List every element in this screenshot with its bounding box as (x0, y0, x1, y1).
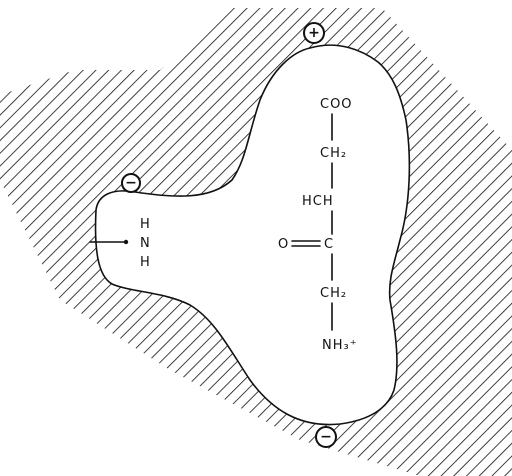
charge-bottom-minus: − (315, 426, 337, 448)
protein-hatched-region (0, 8, 512, 476)
charge-top-plus: + (303, 22, 325, 44)
nh-group: H N H (89, 217, 151, 270)
group-ch2-lower: CH₂ (320, 286, 347, 301)
nh-dot (123, 239, 129, 245)
group-ch2-upper: CH₂ (320, 146, 347, 161)
carbonyl-oxygen: O (278, 237, 289, 252)
group-hch: HCH (302, 194, 334, 209)
pocket-outline (94, 44, 411, 426)
charge-bottom-sign: − (320, 429, 332, 445)
nh-h-top: H (140, 217, 151, 232)
charge-top-sign: + (308, 25, 320, 41)
nh-n: N (140, 236, 151, 251)
charge-left-minus: − (121, 173, 141, 193)
carbonyl-carbon: C (324, 237, 334, 252)
group-coo: COO (320, 97, 353, 112)
charge-left-sign: − (125, 175, 137, 191)
group-nh3: NH₃⁺ (322, 338, 358, 353)
nh-h-bottom: H (140, 255, 151, 270)
substrate-molecule: COO CH₂ HCH O C CH₂ NH₃⁺ (278, 97, 358, 353)
